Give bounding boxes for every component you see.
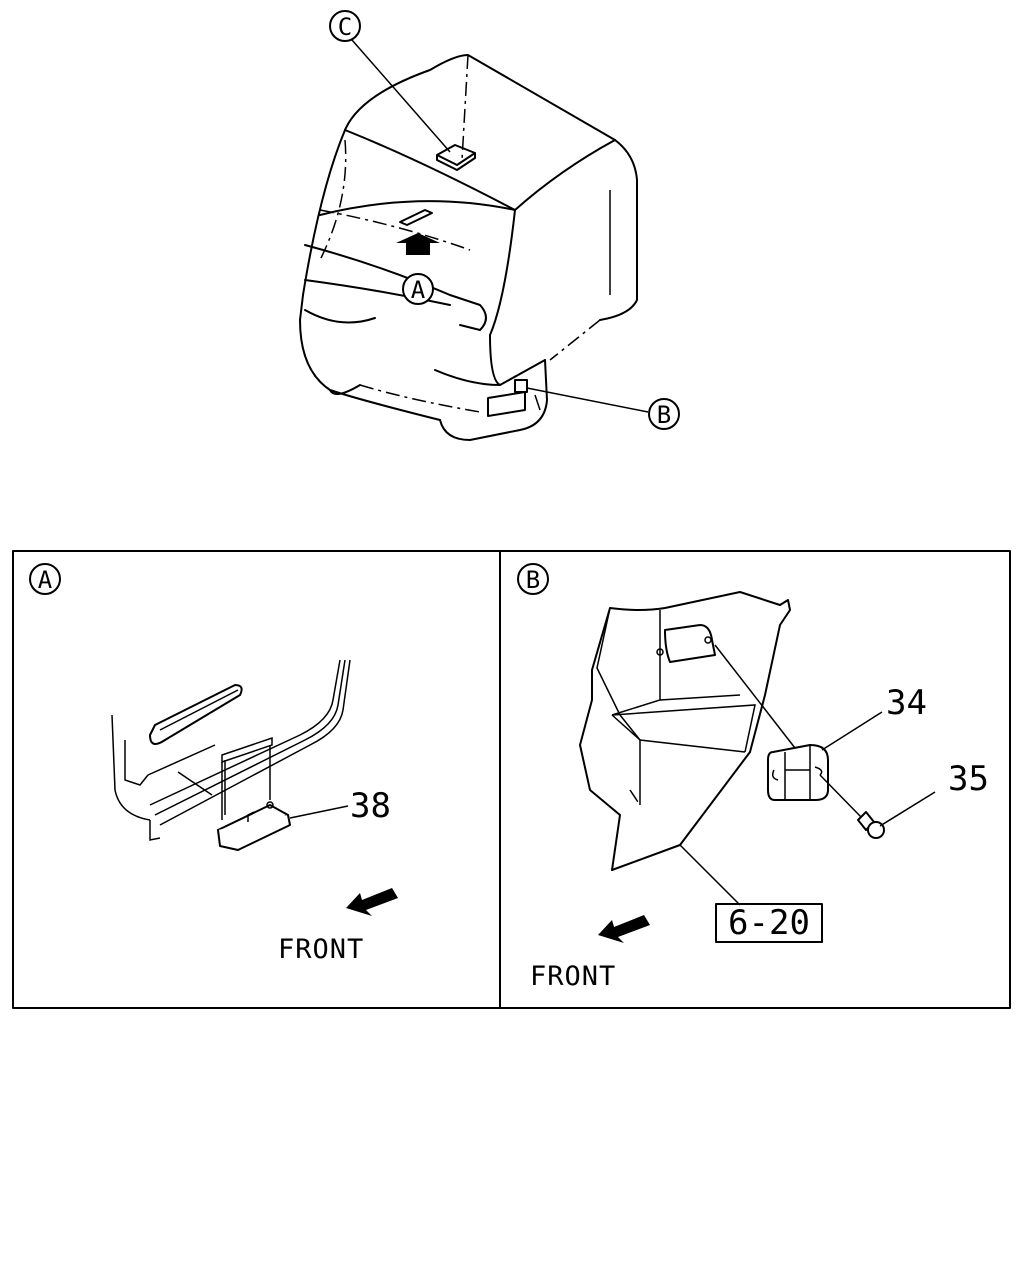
part-34-label[interactable]: 34 [886,683,927,723]
panel-a-front-label: FRONT [278,934,364,965]
front-arrow-icon [346,888,398,916]
callout-b-letter: B [657,401,671,429]
panel-a-badge: A [29,563,61,595]
part-34-leader [821,711,883,751]
part-35-label[interactable]: 35 [948,759,989,799]
panel-b-badge-letter: B [526,566,540,594]
front-arrow-icon [598,915,650,943]
callout-a-letter: A [411,276,426,304]
cab-overview-illustration [299,54,638,441]
part-38-leader [289,805,349,819]
callout-b[interactable]: B [514,379,680,430]
panel-a-badge-letter: A [38,566,53,594]
panel-a-bumper-illustration [111,659,351,851]
panel-b-badge: B [517,563,549,595]
panel-b: B [517,563,989,992]
part-38-label[interactable]: 38 [350,786,391,826]
callout-c[interactable]: C [329,10,451,153]
callout-c-letter: C [338,13,352,41]
detail-panels-frame [12,550,1011,1009]
ref-box-label: 6-20 [728,903,810,943]
ref-box-leader [679,844,741,906]
panel-b-front-label: FRONT [530,961,616,992]
ref-box-6-20[interactable]: 6-20 [715,903,823,943]
panel-a: A 38 [29,563,398,965]
callout-a[interactable]: A [402,273,434,305]
part-35-leader [879,791,936,827]
up-arrow-icon [396,233,440,255]
callout-b-target [514,379,528,393]
panel-b-step-illustration [579,591,885,871]
